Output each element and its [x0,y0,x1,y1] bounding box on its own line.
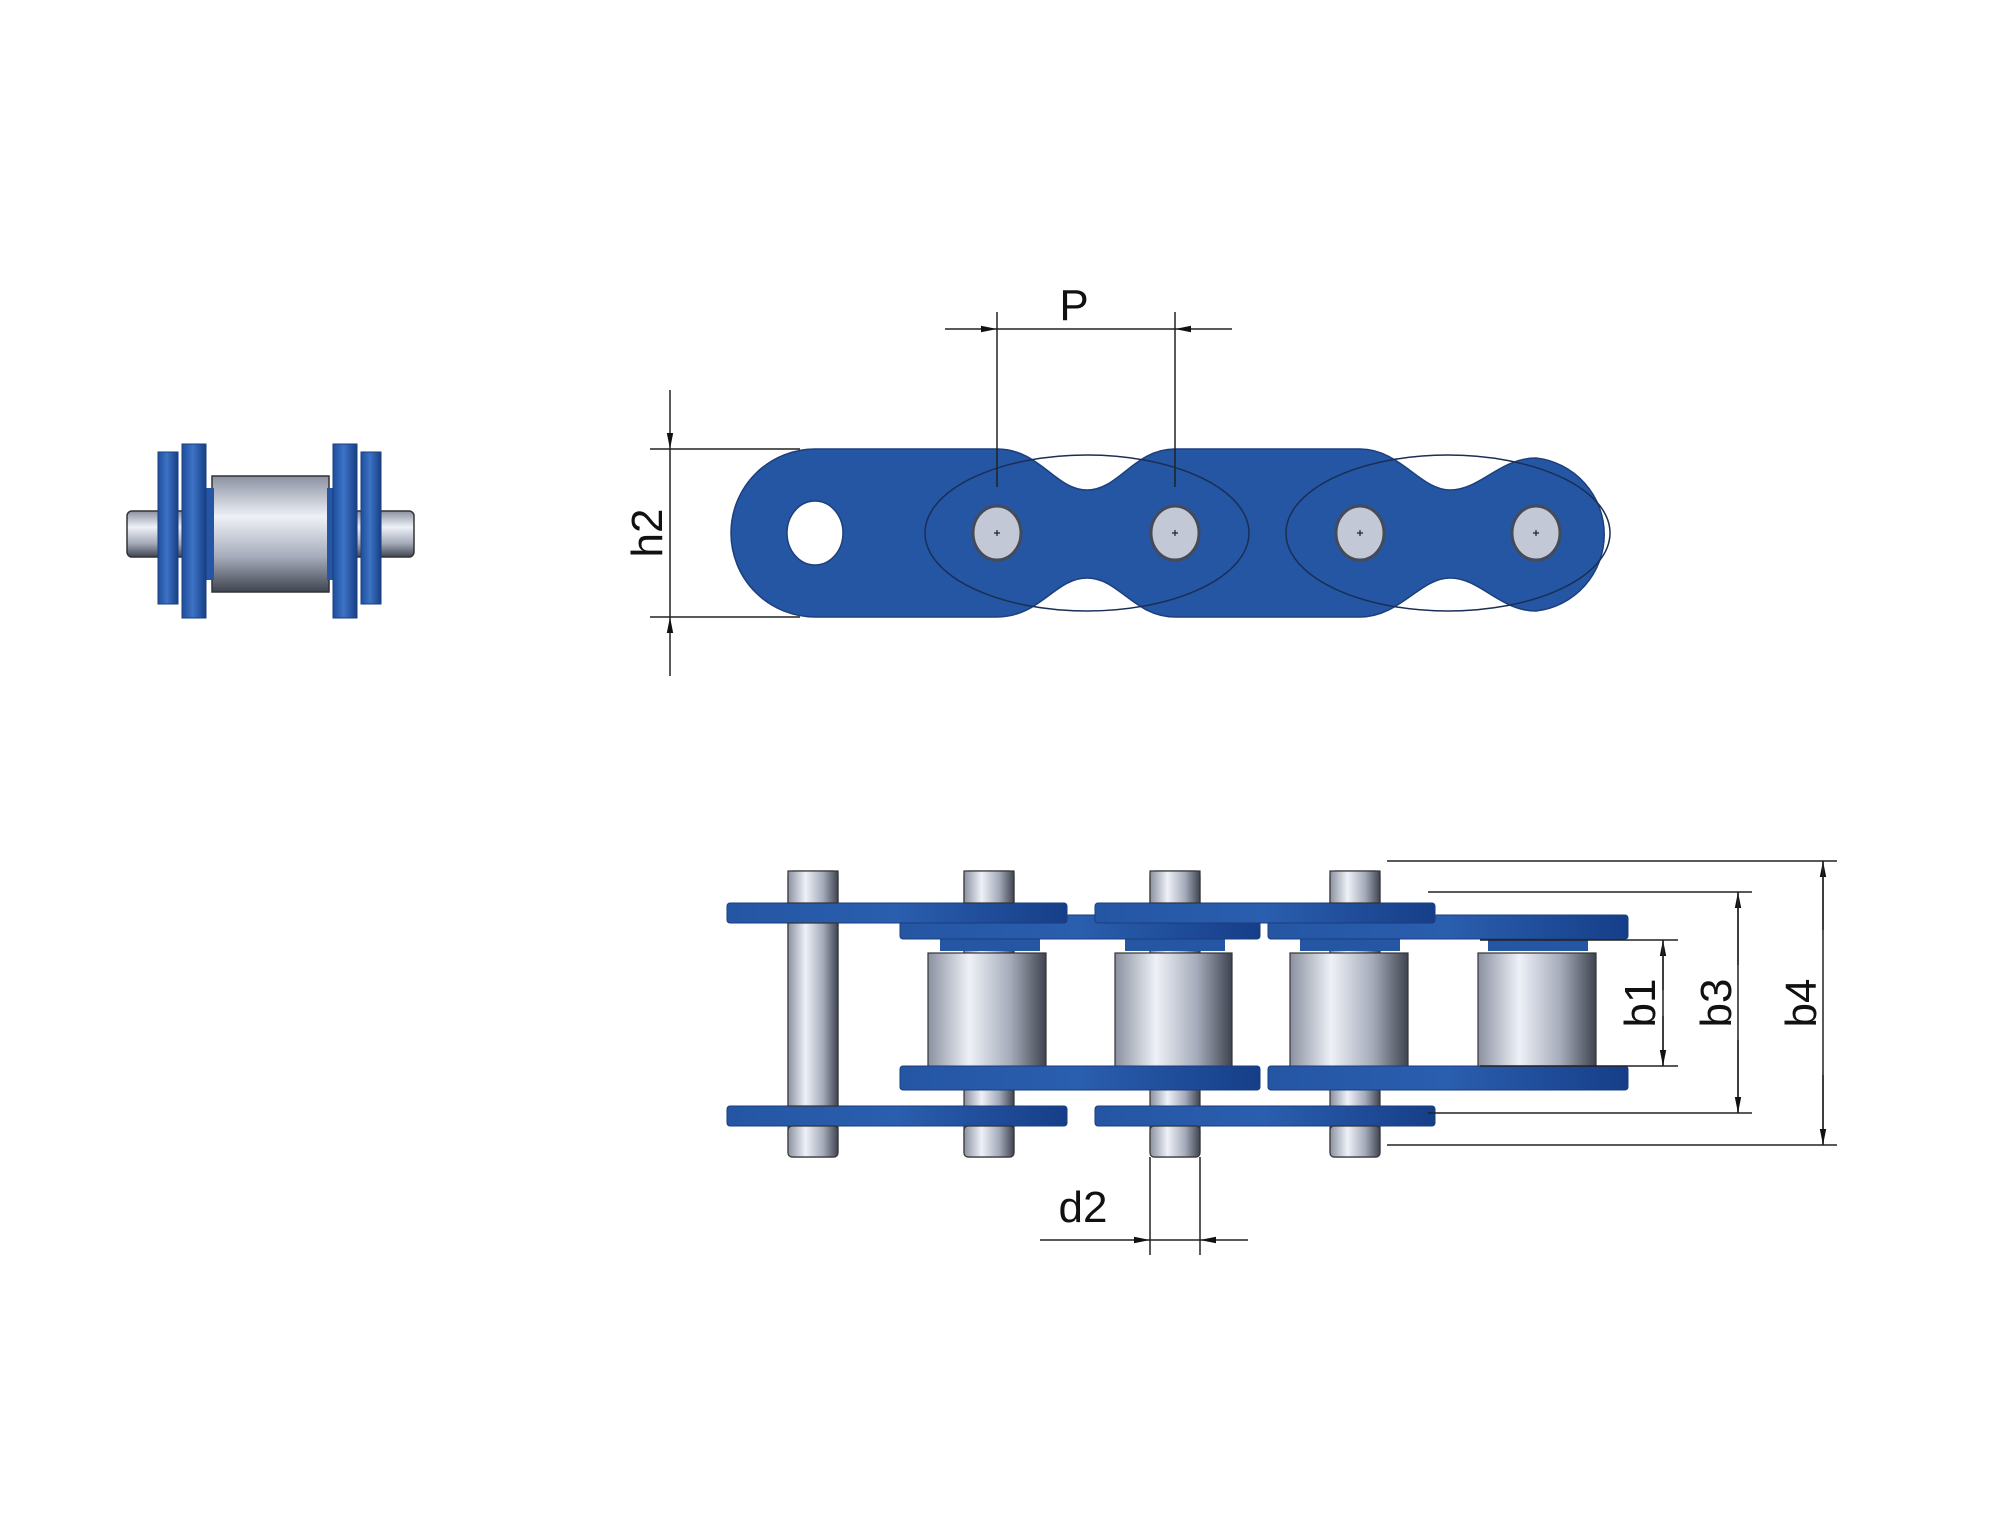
outer-plate-left [157,451,179,605]
label-d2: d2 [1059,1183,1108,1232]
dimension-p [945,312,1232,487]
plan-view: d2 b1 b3 b4 [726,860,1837,1255]
label-b4: b4 [1777,979,1826,1028]
top-view: P h2 [623,281,1611,676]
label-h2: h2 [623,509,672,558]
pin-ends [971,504,1562,562]
outer-plates [726,902,1436,1127]
dimension-d2 [1040,1157,1248,1255]
outer-plate-right [360,451,382,605]
roller [211,475,330,593]
label-b1: b1 [1616,979,1665,1028]
pin-hole [786,500,844,566]
roller [1114,952,1233,1075]
dimension-b3 [1428,891,1752,1114]
side-view [126,443,415,619]
roller [1477,952,1597,1075]
bushing-right [327,488,337,580]
inner-plate-left [181,443,207,619]
inner-plate-outline [924,454,1250,612]
bushing-left [204,488,214,580]
roller [927,952,1047,1075]
roller [1289,952,1409,1075]
dimension-h2 [650,390,800,676]
label-p: P [1059,281,1088,330]
inner-plate-right [332,443,358,619]
rollers [927,952,1597,1075]
label-b3: b3 [1692,979,1741,1028]
dimension-b4 [1387,860,1837,1146]
dimension-b1 [1480,939,1678,1067]
inner-plate-outline-2 [1285,454,1611,612]
pin-stubs [787,870,1381,1158]
